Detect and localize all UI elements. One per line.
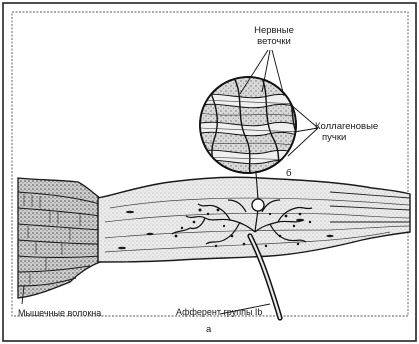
panel-b-label: б [286, 168, 292, 179]
muscle-fibers-label: Мышечные волокна [18, 308, 101, 318]
panel-a-label: а [206, 324, 212, 335]
nerve-branches-label-line1: Нервные [254, 25, 294, 36]
collagen-label-line1: Коллагеновые [315, 121, 378, 132]
figure-frame [3, 3, 416, 341]
nerve-branches-label-line2: веточки [257, 36, 291, 47]
nerve-branches-label: Нервные веточки [254, 25, 294, 47]
collagen-label-line2: пучки [322, 132, 346, 143]
afferent-ib-label: Афферент группы Ib [176, 307, 262, 317]
